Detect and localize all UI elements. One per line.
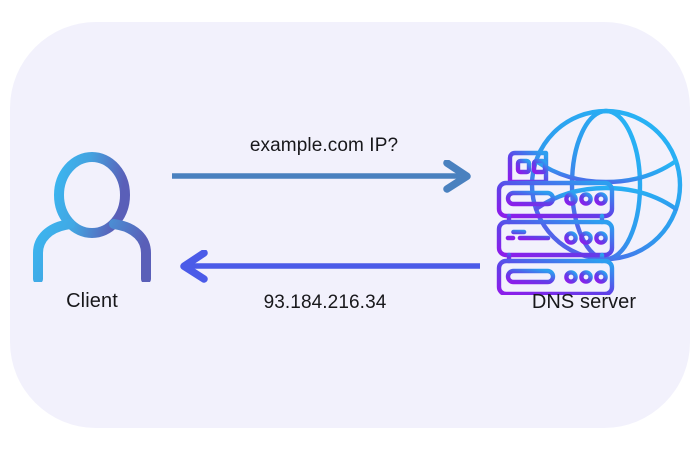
arrow-response-label: 93.184.216.34 bbox=[263, 292, 387, 313]
arrow-query bbox=[168, 159, 480, 196]
node-dns-server-label: DNS server bbox=[531, 291, 637, 313]
arrow-query-label: example.com IP? bbox=[249, 135, 399, 156]
node-client-label: Client bbox=[66, 290, 118, 312]
user-person-icon bbox=[29, 152, 155, 284]
arrow-response bbox=[164, 249, 486, 286]
server-globe-icon bbox=[484, 95, 684, 297]
node-client[interactable]: Client bbox=[14, 152, 170, 327]
node-dns-server[interactable]: DNS server bbox=[478, 95, 690, 327]
